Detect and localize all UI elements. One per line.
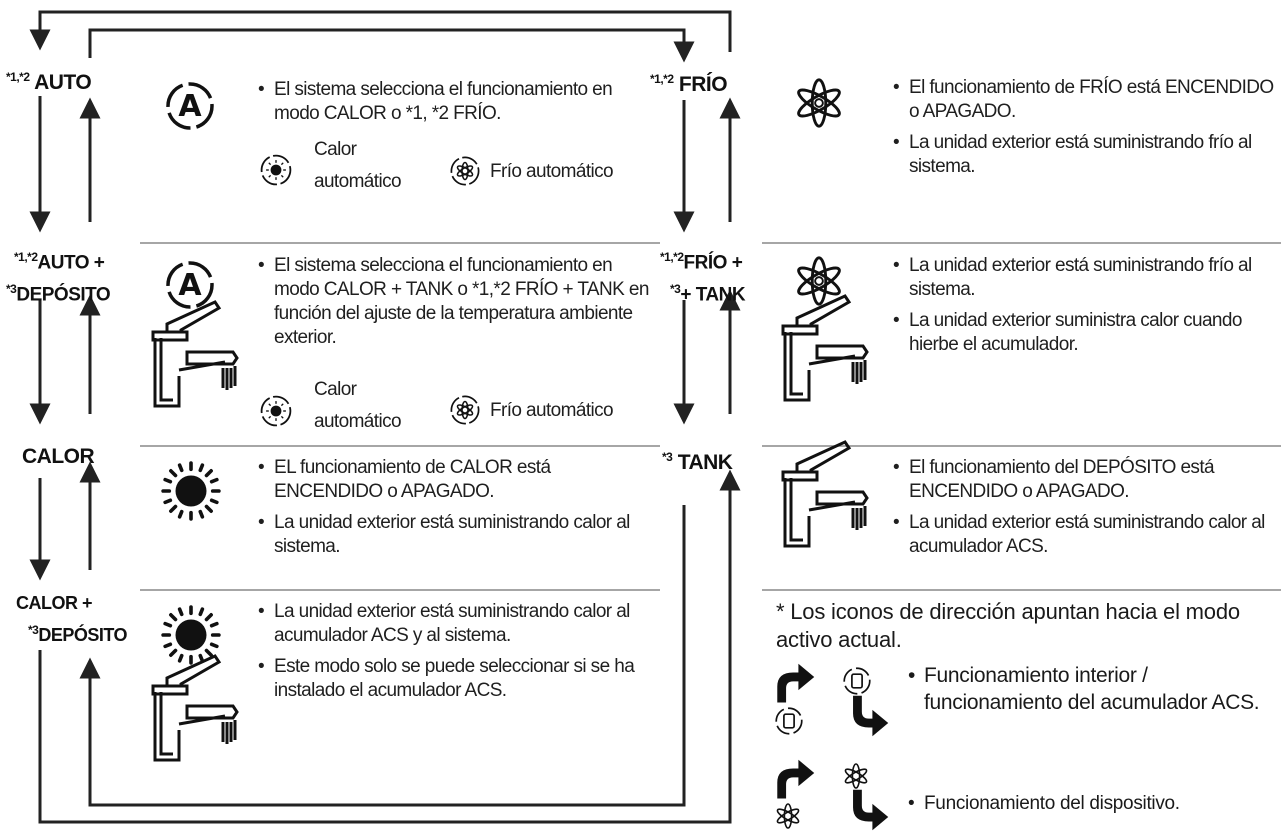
- loop-calortank-to-tank: [38, 469, 741, 824]
- snowflake-small-icon: [772, 800, 804, 832]
- loop-auto-to-frio: [88, 28, 695, 63]
- legend-item-indoor-tank: Funcionamiento interior / funcionamiento…: [908, 662, 1268, 723]
- auto-cool-icon: [448, 154, 482, 188]
- auto-icon: [160, 76, 220, 136]
- mode-frio[interactable]: *1,*2 FRÍO: [650, 72, 728, 96]
- calor-tank-description: La unidad exterior está suministrando ca…: [258, 600, 653, 710]
- legend-item-device: Funcionamiento del dispositivo.: [908, 790, 1268, 824]
- mode-calor[interactable]: CALOR: [22, 445, 95, 468]
- direction-icons-note: * Los iconos de dirección apuntan hacia …: [776, 599, 1240, 652]
- mode-auto-tank[interactable]: *1,*2AUTO + *3DEPÓSITO: [6, 250, 111, 306]
- curve-up-arrow-icon: [772, 662, 816, 706]
- mode-frio-tank[interactable]: *1,*2FRÍO + *3+ TANK: [660, 250, 746, 306]
- auto-cool-label: Frío automático: [490, 161, 614, 182]
- curve-up-arrow-icon: [772, 758, 816, 802]
- auto-heat-icon: [258, 393, 294, 429]
- mode-tank[interactable]: *3 TANK: [662, 450, 733, 474]
- mode-auto[interactable]: *1,*2 AUTO: [6, 70, 92, 94]
- loop-frio-to-auto: [29, 10, 732, 52]
- tank-mode-icon: [840, 664, 874, 698]
- auto-cool-label: Frío automático: [490, 400, 614, 421]
- curve-down-arrow-icon: [846, 788, 890, 832]
- faucet-icon: [145, 296, 245, 416]
- snowflake-icon: [790, 74, 848, 132]
- auto-cool-icon: [448, 393, 482, 427]
- tank-mode-icon: [772, 704, 806, 738]
- frio-description: El funcionamiento de FRÍO está ENCENDIDO…: [893, 76, 1278, 186]
- faucet-icon: [775, 436, 875, 556]
- faucet-icon: [145, 650, 245, 770]
- auto-heat-label: Calor automático: [314, 139, 402, 192]
- auto-heat-icon: [258, 152, 294, 188]
- loop-tank-to-calortank: [79, 505, 686, 807]
- sun-icon: [160, 460, 222, 522]
- curve-down-arrow-icon: [846, 694, 890, 738]
- tank-description: El funcionamiento del DEPÓSITO está ENCE…: [893, 456, 1278, 566]
- auto-heat-label: Calor automático: [314, 379, 402, 432]
- auto-description: El sistema selecciona el funcionamiento …: [258, 78, 648, 133]
- frio-tank-description: La unidad exterior está suministrando fr…: [893, 254, 1278, 364]
- faucet-icon: [775, 290, 875, 410]
- mode-calor-tank[interactable]: CALOR + *3DEPÓSITO: [16, 593, 128, 645]
- auto-tank-description: El sistema selecciona el funcionamiento …: [258, 254, 653, 357]
- calor-description: EL funcionamiento de CALOR está ENCENDID…: [258, 456, 653, 566]
